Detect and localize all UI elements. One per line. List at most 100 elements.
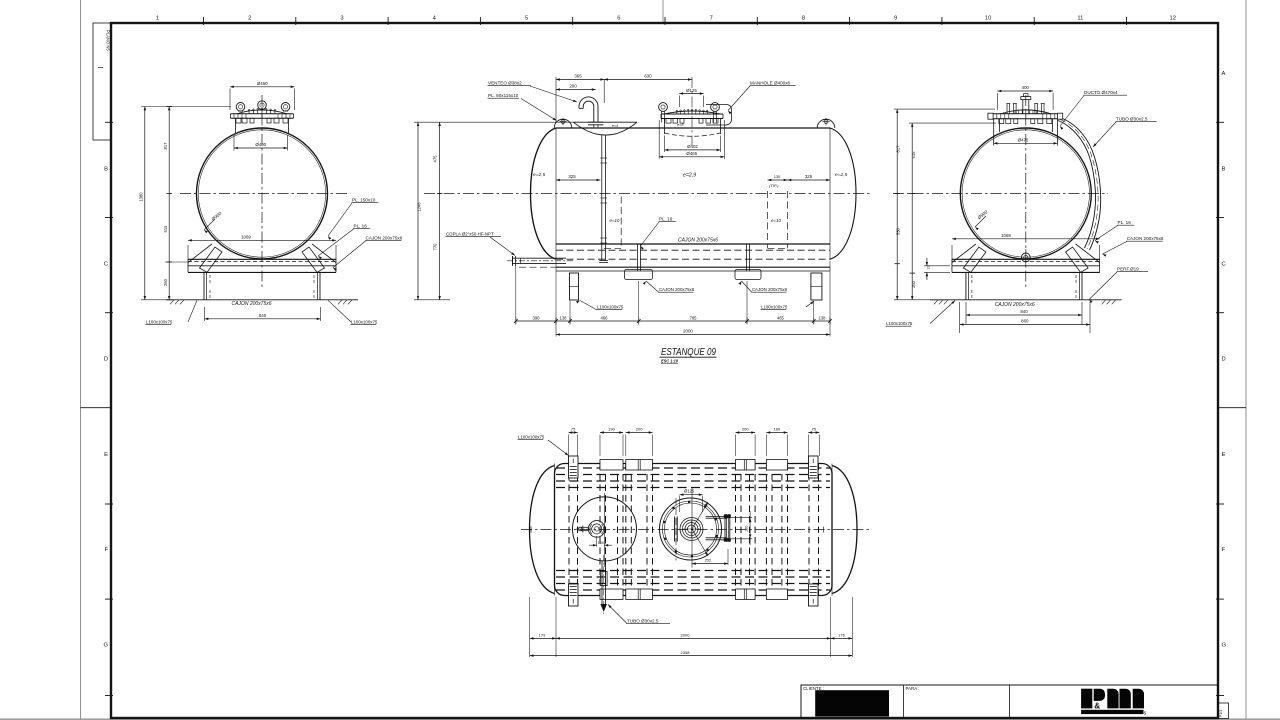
svg-text:2358: 2358 bbox=[681, 650, 691, 655]
svg-text:CAJON 200x75x6: CAJON 200x75x6 bbox=[678, 238, 718, 244]
svg-text:200: 200 bbox=[742, 427, 749, 432]
svg-text:CAJON 200x75x6: CAJON 200x75x6 bbox=[752, 287, 788, 292]
svg-text:s: s bbox=[1144, 710, 1147, 716]
svg-text:11: 11 bbox=[1077, 16, 1083, 22]
svg-text:75: 75 bbox=[812, 427, 817, 432]
svg-text:130: 130 bbox=[774, 174, 781, 179]
svg-text:2000: 2000 bbox=[681, 633, 691, 638]
svg-text:Ø465: Ø465 bbox=[686, 151, 697, 156]
svg-text:VENTEO Ø38x2: VENTEO Ø38x2 bbox=[488, 81, 522, 86]
svg-text:CAJON 200x75x6: CAJON 200x75x6 bbox=[659, 287, 695, 292]
svg-text:G: G bbox=[103, 642, 108, 648]
svg-text:390: 390 bbox=[533, 315, 541, 320]
svg-text:PL. 16: PL. 16 bbox=[659, 217, 673, 222]
svg-text:840: 840 bbox=[259, 313, 267, 318]
svg-text:B: B bbox=[1222, 166, 1226, 172]
svg-text:CAJON 200x75x6: CAJON 200x75x6 bbox=[232, 301, 272, 307]
svg-text:Ø900: Ø900 bbox=[976, 209, 989, 221]
svg-text:D: D bbox=[104, 357, 108, 363]
svg-text:ESTANQUE 09: ESTANQUE 09 bbox=[661, 346, 716, 358]
svg-text:PARA :: PARA : bbox=[906, 686, 920, 691]
svg-text:365: 365 bbox=[574, 74, 582, 79]
svg-text:9: 9 bbox=[894, 16, 897, 22]
svg-text:2000: 2000 bbox=[683, 329, 693, 334]
svg-text:260: 260 bbox=[163, 278, 168, 286]
svg-text:PL. 16: PL. 16 bbox=[1118, 220, 1132, 225]
svg-text:(TIP.): (TIP.) bbox=[769, 183, 779, 188]
svg-text:TUBO Ø30x2.5: TUBO Ø30x2.5 bbox=[1116, 117, 1148, 122]
svg-text:PL. 16: PL. 16 bbox=[354, 224, 368, 229]
svg-text:E: E bbox=[1222, 452, 1226, 458]
svg-text:Ø470: Ø470 bbox=[1018, 138, 1029, 143]
svg-text:7: 7 bbox=[710, 16, 713, 22]
svg-text:12: 12 bbox=[1169, 16, 1175, 22]
svg-text:840: 840 bbox=[1020, 309, 1028, 314]
svg-text:200: 200 bbox=[569, 84, 577, 89]
svg-text:PERF.Ø19: PERF.Ø19 bbox=[1117, 267, 1139, 272]
svg-text:770: 770 bbox=[433, 243, 438, 251]
svg-text:ESC 1:10: ESC 1:10 bbox=[661, 358, 678, 363]
svg-text:150: 150 bbox=[598, 541, 604, 545]
svg-text:176: 176 bbox=[838, 633, 845, 638]
svg-text:C: C bbox=[104, 262, 108, 268]
svg-text:PL. 80x115x10: PL. 80x115x10 bbox=[488, 93, 519, 98]
svg-text:1069: 1069 bbox=[1001, 233, 1011, 238]
svg-text:325: 325 bbox=[805, 174, 813, 179]
svg-text:465: 465 bbox=[777, 315, 785, 320]
svg-text:200: 200 bbox=[636, 427, 643, 432]
svg-text:4: 4 bbox=[433, 16, 437, 22]
svg-text:COPLA Ø2"x50 HF-NPT: COPLA Ø2"x50 HF-NPT bbox=[446, 232, 494, 237]
svg-text:F: F bbox=[104, 547, 108, 553]
svg-text:PLANO N5: PLANO N5 bbox=[106, 30, 111, 51]
svg-text:Ø125: Ø125 bbox=[686, 88, 697, 93]
svg-text:75: 75 bbox=[926, 265, 931, 269]
svg-text:L100x100x75: L100x100x75 bbox=[886, 321, 913, 326]
svg-text:817: 817 bbox=[896, 145, 901, 153]
svg-text:2: 2 bbox=[248, 16, 251, 22]
svg-text:e=10: e=10 bbox=[771, 218, 781, 223]
svg-text:F: F bbox=[1222, 547, 1226, 553]
svg-text:P.1/1: P.1/1 bbox=[1219, 710, 1223, 717]
svg-text:160: 160 bbox=[745, 526, 749, 532]
svg-text:8: 8 bbox=[802, 16, 805, 22]
svg-text:515: 515 bbox=[911, 151, 916, 159]
svg-text:CAJON 200x75x6: CAJON 200x75x6 bbox=[995, 302, 1035, 308]
svg-text:550: 550 bbox=[896, 227, 901, 235]
svg-text:1: 1 bbox=[156, 16, 159, 22]
svg-text:G: G bbox=[1222, 642, 1227, 648]
svg-text:A: A bbox=[1222, 71, 1226, 77]
svg-text:DUCTO Ø470x4: DUCTO Ø470x4 bbox=[1084, 90, 1118, 95]
svg-text:252: 252 bbox=[705, 557, 712, 562]
svg-text:860: 860 bbox=[1021, 319, 1029, 324]
svg-text:6: 6 bbox=[617, 16, 620, 22]
svg-text:785: 785 bbox=[690, 315, 698, 320]
svg-text:260: 260 bbox=[911, 280, 916, 288]
svg-text:CAJON 200x75x6: CAJON 200x75x6 bbox=[1127, 236, 1164, 241]
svg-text:5: 5 bbox=[525, 16, 528, 22]
svg-text:10: 10 bbox=[985, 16, 991, 22]
svg-text:138: 138 bbox=[819, 315, 827, 320]
svg-text:e=2,9: e=2,9 bbox=[683, 173, 696, 179]
svg-text:e=4: e=4 bbox=[612, 124, 618, 128]
svg-text:e=2,5: e=2,5 bbox=[835, 172, 847, 178]
svg-text:138: 138 bbox=[560, 315, 568, 320]
svg-text:Ø402: Ø402 bbox=[687, 144, 698, 149]
svg-text:Ø900: Ø900 bbox=[210, 211, 223, 223]
svg-text:CLIENTE :: CLIENTE : bbox=[803, 686, 824, 691]
svg-text:B: B bbox=[104, 166, 108, 172]
svg-text:L100x100x75: L100x100x75 bbox=[597, 305, 624, 310]
svg-text:L100x100x75: L100x100x75 bbox=[146, 320, 173, 325]
svg-text:&: & bbox=[1094, 701, 1100, 710]
svg-text:E: E bbox=[104, 452, 108, 458]
svg-text:CAJON 200x75x6: CAJON 200x75x6 bbox=[366, 236, 403, 241]
svg-text:PL. 150x10: PL. 150x10 bbox=[352, 198, 376, 203]
svg-text:515: 515 bbox=[163, 225, 168, 233]
svg-text:3: 3 bbox=[340, 16, 343, 22]
svg-text:e=10: e=10 bbox=[610, 218, 620, 223]
svg-text:Ø125: Ø125 bbox=[684, 489, 695, 494]
svg-text:75: 75 bbox=[571, 427, 576, 432]
svg-text:325: 325 bbox=[568, 174, 576, 179]
svg-text:160: 160 bbox=[774, 427, 781, 432]
svg-text:475: 475 bbox=[433, 155, 438, 163]
svg-text:400: 400 bbox=[1022, 85, 1030, 90]
